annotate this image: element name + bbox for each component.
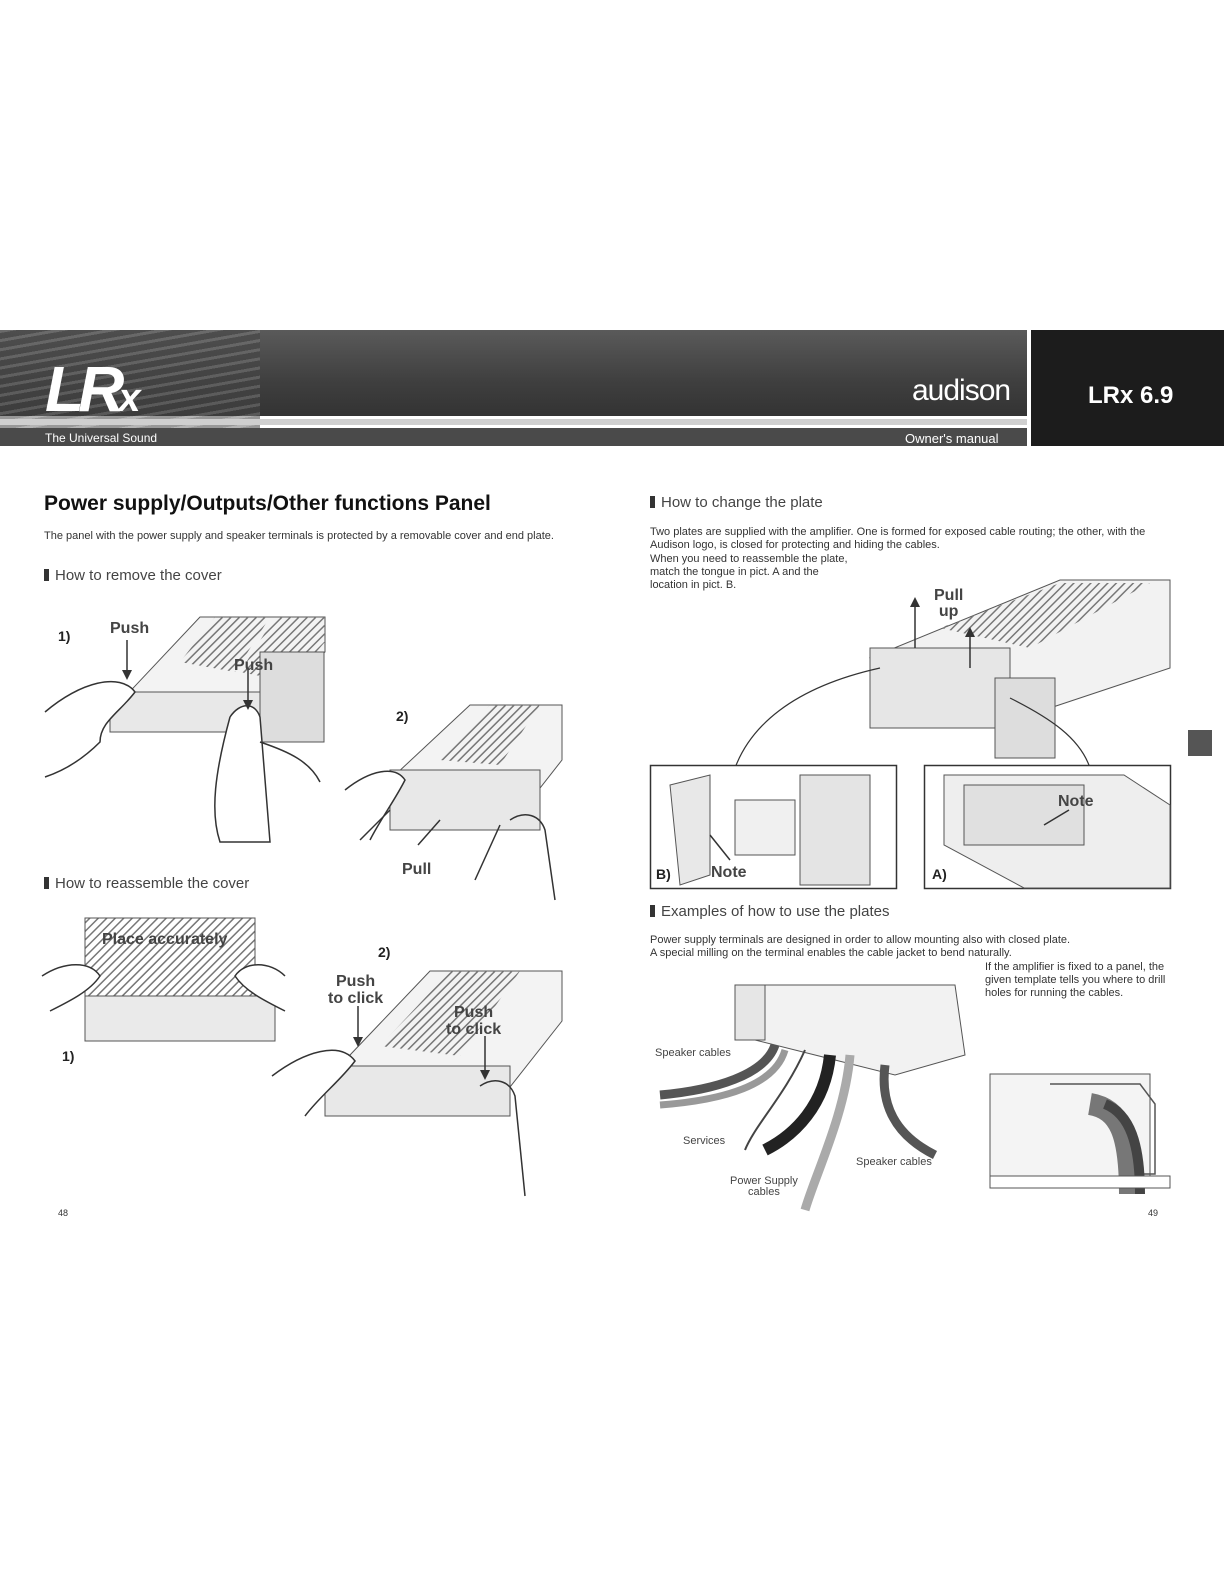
intro-text: The panel with the power supply and spea… — [44, 530, 554, 542]
illustration-reassemble-step1 — [41, 917, 286, 1042]
illustration-remove-step2 — [344, 704, 563, 901]
section-examples: Examples of how to use the plates — [650, 903, 889, 920]
step-1-label: 1) — [58, 628, 71, 644]
services-label: Services — [683, 1135, 726, 1147]
pull-up-callout: Pull up — [934, 587, 964, 620]
tagline: The Universal Sound — [45, 431, 158, 445]
header-subband — [0, 428, 1027, 446]
reassemble-step-1-label: 1) — [62, 1048, 75, 1064]
note-callout-b: Note — [711, 864, 747, 881]
examples-text-2: A special milling on the terminal enable… — [650, 947, 1012, 959]
speaker-cables-label-1: Speaker cables — [655, 1047, 731, 1059]
section-tab-marker — [1188, 730, 1212, 756]
push-to-click-callout-1: Push to click — [328, 973, 384, 1007]
page-number-right: 49 — [1148, 1208, 1159, 1218]
illustration-plate-overview — [734, 579, 1171, 769]
page-title: Power supply/Outputs/Other functions Pan… — [44, 492, 491, 515]
plate-text-4: location in pict. B. — [650, 579, 737, 591]
examples-side-text: If the amplifier is fixed to a panel, th… — [985, 961, 1166, 999]
bullet-icon — [650, 496, 655, 508]
power-supply-cables-label: Power Supply cables — [730, 1175, 798, 1198]
model-name: LRx 6.9 — [1088, 382, 1174, 409]
push-callout-1: Push — [110, 620, 150, 637]
doc-type: Owner's manual — [905, 431, 999, 446]
page-number-left: 48 — [58, 1208, 69, 1218]
picture-b-label: B) — [656, 866, 671, 882]
plate-text-2: When you need to reassemble the plate, — [650, 553, 848, 565]
model-box — [1031, 330, 1224, 446]
lrx-logo: LRx — [45, 353, 141, 425]
bullet-icon — [650, 905, 655, 917]
illustration-cables — [659, 984, 966, 1212]
speaker-cables-label-2: Speaker cables — [856, 1156, 932, 1168]
illustration-picture-b — [649, 764, 898, 890]
picture-a-label: A) — [932, 866, 947, 882]
plate-text-3: match the tongue in pict. A and the — [650, 566, 819, 578]
section-change-plate: How to change the plate — [650, 494, 823, 511]
plate-text-1: Two plates are supplied with the amplifi… — [650, 526, 1146, 551]
section-remove-cover: How to remove the cover — [44, 567, 222, 584]
illustration-panel-template — [989, 1073, 1171, 1195]
illustration-remove-step1 — [44, 616, 326, 843]
bullet-icon — [44, 877, 49, 889]
illustration-reassemble-step2 — [271, 970, 563, 1197]
pull-callout: Pull — [402, 861, 432, 878]
step-2-label: 2) — [396, 708, 409, 724]
reassemble-step-2-label: 2) — [378, 944, 391, 960]
place-accurately-callout: Place accurately — [102, 931, 228, 948]
push-to-click-callout-2: Push to click — [446, 1004, 502, 1038]
bullet-icon — [44, 569, 49, 581]
examples-text-1: Power supply terminals are designed in o… — [650, 934, 1071, 946]
section-reassemble-cover: How to reassemble the cover — [44, 875, 249, 892]
push-callout-2: Push — [234, 657, 274, 674]
note-callout-a: Note — [1058, 793, 1094, 810]
illustration-picture-a — [923, 764, 1172, 890]
brand-name: audison — [912, 374, 1011, 407]
header-divider — [0, 419, 1027, 425]
